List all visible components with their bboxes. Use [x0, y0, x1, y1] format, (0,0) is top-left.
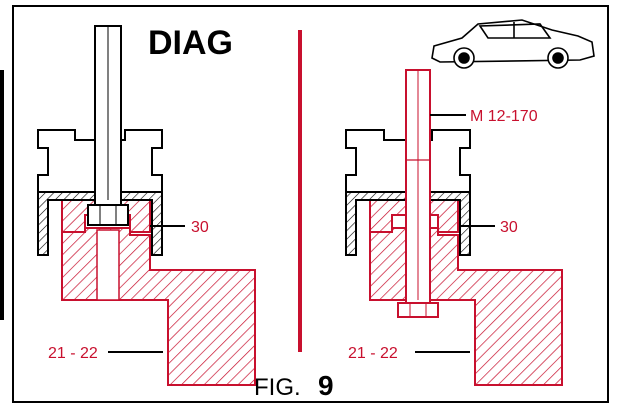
right-assembly [345, 69, 563, 386]
nut-left [87, 204, 129, 226]
bore-left [96, 229, 120, 301]
bolt-head [397, 302, 439, 318]
callout-bolt: M 12-170 [470, 108, 538, 125]
figure-number: 9 [318, 370, 334, 401]
hub-cup-right [345, 191, 471, 256]
callout-21-22-right: 21 - 22 [348, 345, 398, 362]
hub-cup-left [37, 191, 163, 256]
diagram-title: DIAG [148, 24, 233, 62]
callout-30-right: 30 [500, 219, 518, 236]
margin-bar [0, 70, 4, 320]
callout-30-left: 30 [191, 219, 209, 236]
bearing-part-right [369, 199, 459, 233]
figure-frame [12, 5, 609, 403]
car-icon [431, 19, 595, 69]
left-assembly [37, 25, 256, 386]
figure-prefix: FIG. [254, 374, 301, 401]
callout-21-22-left: 21 - 22 [48, 345, 98, 362]
